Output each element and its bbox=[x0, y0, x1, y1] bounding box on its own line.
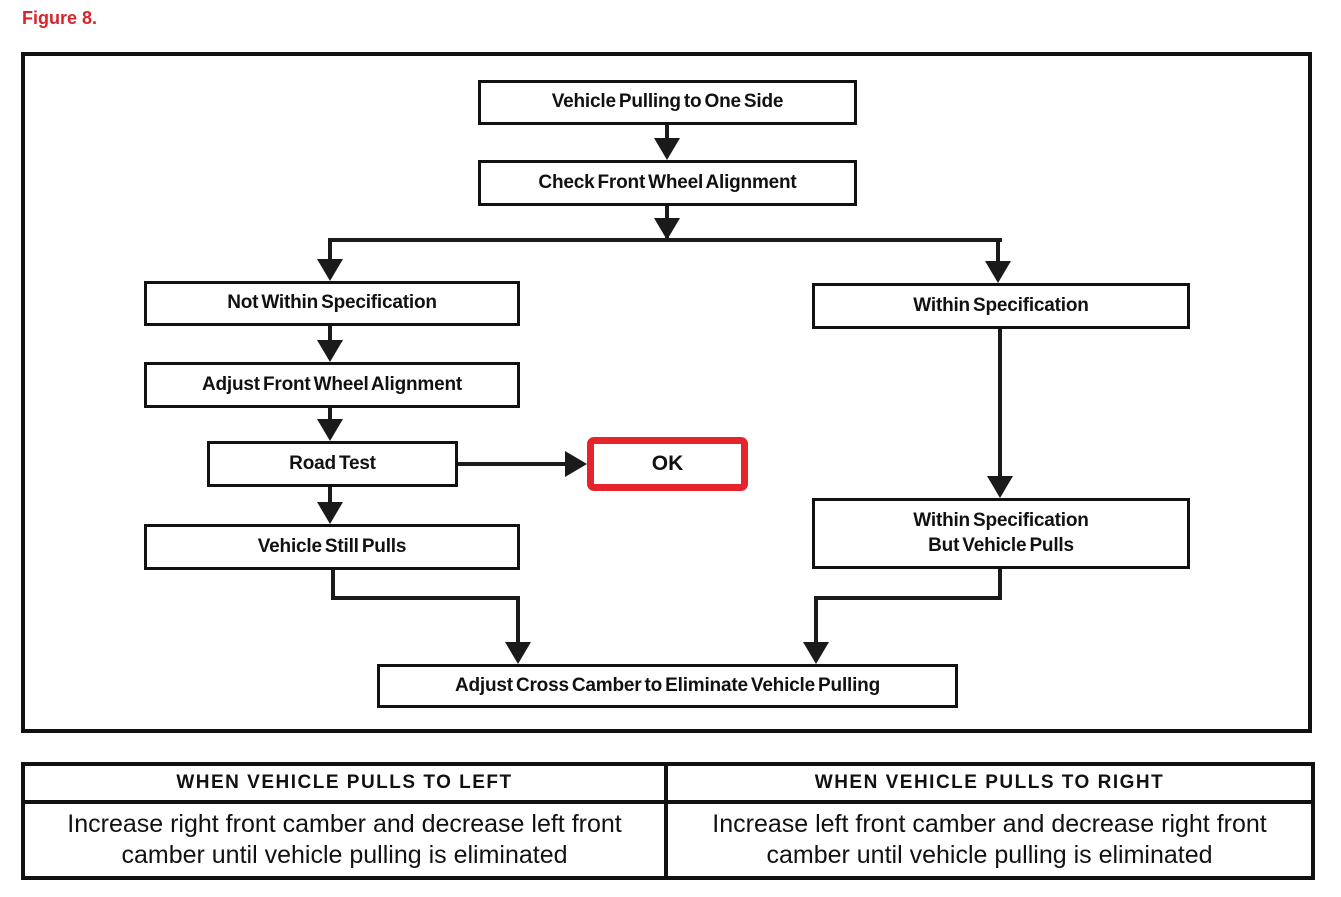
flow-node-not-within-spec: Not Within Specification bbox=[144, 281, 520, 326]
connector-line bbox=[328, 238, 1002, 242]
connector-line bbox=[328, 408, 332, 421]
connector-line bbox=[458, 462, 566, 466]
table-header-pulls-right: WHEN VEHICLE PULLS TO RIGHT bbox=[668, 766, 1311, 804]
arrow-down-icon bbox=[505, 642, 531, 664]
flow-node-adjust-cross-camber: Adjust Cross Camber to Eliminate Vehicle… bbox=[377, 664, 958, 708]
flow-node-check-alignment: Check Front Wheel Alignment bbox=[478, 160, 857, 206]
flow-node-vehicle-pulling: Vehicle Pulling to One Side bbox=[478, 80, 857, 125]
arrow-down-icon bbox=[987, 476, 1013, 498]
connector-line bbox=[814, 596, 1002, 600]
flow-node-label-line2: But Vehicle Pulls bbox=[928, 534, 1074, 556]
connector-line bbox=[328, 326, 332, 342]
flow-node-label: Road Test bbox=[289, 452, 376, 474]
arrow-down-icon bbox=[803, 642, 829, 664]
flow-node-label: OK bbox=[651, 452, 684, 476]
connector-line bbox=[998, 329, 1002, 477]
flow-node-vehicle-still-pulls: Vehicle Still Pulls bbox=[144, 524, 520, 570]
connector-line bbox=[328, 238, 332, 261]
flow-node-label-line1: Within Specification bbox=[913, 509, 1089, 531]
arrow-down-icon bbox=[317, 259, 343, 281]
flow-node-label: Check Front Wheel Alignment bbox=[538, 171, 797, 193]
table-header-pulls-left: WHEN VEHICLE PULLS TO LEFT bbox=[25, 766, 668, 804]
arrow-down-icon bbox=[317, 340, 343, 362]
arrow-down-icon bbox=[317, 419, 343, 441]
flow-node-label: Vehicle Pulling to One Side bbox=[551, 91, 784, 113]
arrow-down-icon bbox=[654, 218, 680, 240]
connector-line bbox=[328, 487, 332, 504]
connector-line bbox=[998, 569, 1002, 600]
flow-node-adjust-alignment: Adjust Front Wheel Alignment bbox=[144, 362, 520, 408]
camber-adjustment-table: WHEN VEHICLE PULLS TO LEFT WHEN VEHICLE … bbox=[21, 762, 1315, 880]
connector-line bbox=[516, 596, 520, 644]
arrow-down-icon bbox=[317, 502, 343, 524]
arrow-right-icon bbox=[565, 451, 587, 477]
flow-node-label: Within Specification bbox=[913, 294, 1089, 316]
flow-node-within-spec-but-pulls: Within Specification But Vehicle Pulls bbox=[812, 498, 1190, 569]
table-cell-pulls-right: Increase left front camber and decrease … bbox=[712, 809, 1267, 869]
connector-line bbox=[331, 596, 520, 600]
flow-node-within-spec: Within Specification bbox=[812, 283, 1190, 329]
flow-node-label: Adjust Front Wheel Alignment bbox=[201, 373, 462, 395]
table-cell-pulls-left: Increase right front camber and decrease… bbox=[25, 804, 668, 876]
flow-node-ok: OK bbox=[587, 437, 748, 491]
flow-node-label: Adjust Cross Camber to Eliminate Vehicle… bbox=[454, 674, 880, 696]
connector-line bbox=[996, 238, 1000, 262]
flow-node-road-test: Road Test bbox=[207, 441, 458, 487]
connector-line bbox=[814, 596, 818, 644]
arrow-down-icon bbox=[654, 138, 680, 160]
flow-node-label: Not Within Specification bbox=[227, 292, 437, 314]
connector-line bbox=[331, 570, 335, 600]
connector-line bbox=[665, 125, 669, 141]
figure-label: Figure 8. bbox=[22, 8, 98, 28]
arrow-down-icon bbox=[985, 261, 1011, 283]
flow-node-label: Vehicle Still Pulls bbox=[257, 535, 407, 557]
